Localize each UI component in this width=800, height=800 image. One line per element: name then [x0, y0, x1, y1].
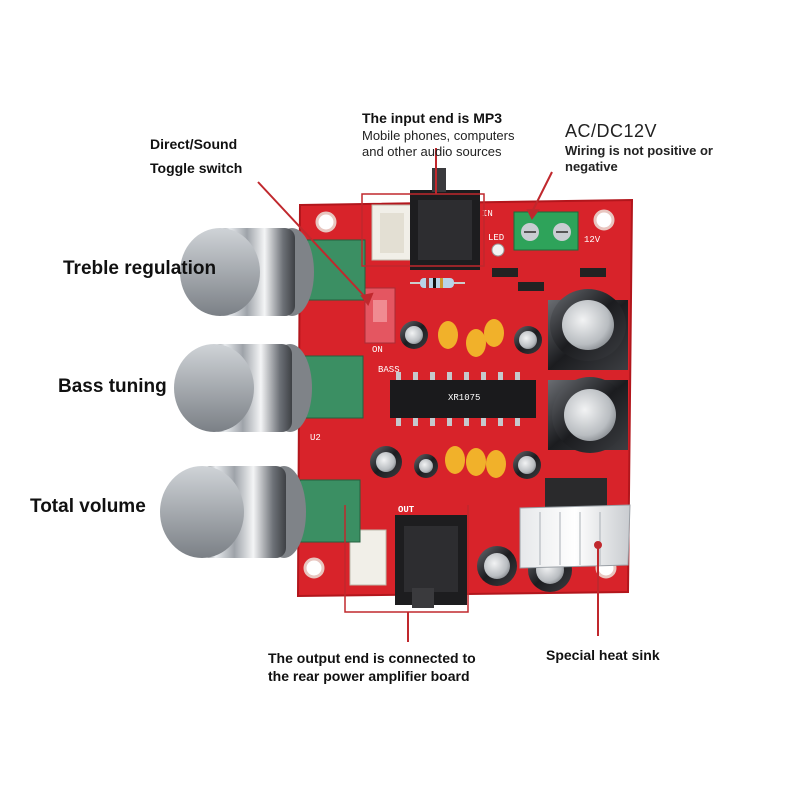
- power-sub-1: Wiring is not positive or: [565, 142, 713, 158]
- power-title: AC/DC12V: [565, 121, 658, 141]
- v12-marking: 12V: [584, 235, 601, 245]
- input-title: The input end is MP3: [362, 110, 503, 126]
- input-label: The input end is MP3 Mobile phones, comp…: [362, 110, 514, 160]
- film-capacitors: [438, 319, 506, 478]
- output-line-2: the rear power amplifier board: [268, 667, 470, 684]
- knob-treble: [180, 228, 314, 316]
- output-label: The output end is connected to the rear …: [268, 650, 476, 685]
- input-sub-2: and other audio sources: [362, 143, 502, 159]
- input-sub-1: Mobile phones, computers: [362, 127, 515, 143]
- power-sub-2: negative: [565, 158, 618, 174]
- u2-marking: U2: [310, 433, 321, 443]
- volume-label: Total volume: [30, 496, 146, 517]
- direct-sound-line-2: Toggle switch: [150, 159, 243, 176]
- out-marking: OUT: [398, 505, 415, 515]
- heatsink-label: Special heat sink: [546, 647, 660, 663]
- ic-marking: XR1075: [448, 393, 480, 403]
- annotations: [257, 148, 602, 642]
- power-terminal: [513, 211, 579, 251]
- knob-bass: [174, 344, 312, 432]
- resistor: [410, 278, 465, 288]
- knob-volume: [160, 466, 306, 558]
- on-marking: ON: [372, 345, 383, 355]
- direct-sound-line-1: Direct/Sound: [150, 136, 238, 152]
- output-line-1: The output end is connected to: [268, 650, 476, 666]
- ic-chip: [390, 372, 536, 426]
- input-jack: [371, 168, 480, 270]
- heat-sink: [519, 478, 631, 569]
- direct-sound-label: Direct/Sound Toggle switch: [150, 136, 242, 177]
- bass-label: Bass tuning: [58, 376, 167, 397]
- large-capacitors: [548, 289, 628, 453]
- in-marking: IN: [482, 209, 493, 219]
- output-jack: [349, 515, 467, 608]
- power-label: AC/DC12V Wiring is not positive or negat…: [565, 120, 713, 175]
- treble-label: Treble regulation: [63, 258, 217, 279]
- bass-marking: BASS: [378, 365, 400, 375]
- led-marking: LED: [488, 233, 504, 243]
- silkscreen: XR1075 OUT IN BASS 12V LED ON U2: [310, 209, 601, 515]
